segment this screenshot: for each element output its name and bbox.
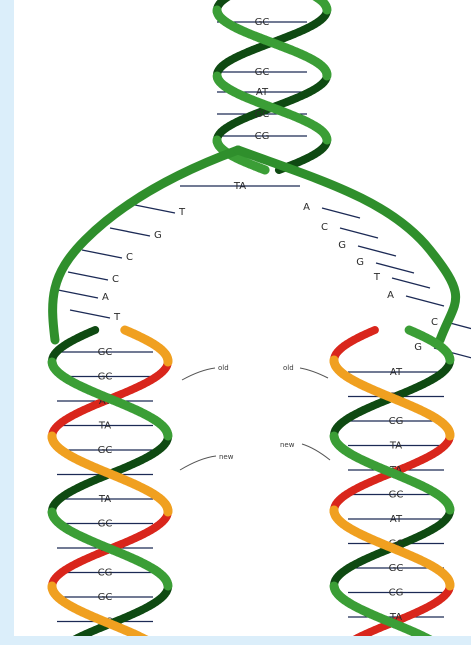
base-stub [376,263,414,273]
base-label: A [303,202,310,213]
base-pair-label: TA [233,181,246,192]
base-label: T [178,207,186,218]
right-daughter-pair-label: GC [389,563,404,574]
base-label: T [113,312,121,323]
old-right-label: old [283,364,294,372]
left-daughter-pair-label: GC [98,519,113,530]
base-stub [450,323,471,333]
base-label: A [102,292,109,303]
right-daughter-pair-label: AT [390,514,403,525]
old-left-label: old [218,364,229,372]
base-stub [392,278,430,288]
left-daughter-pair-label: GC [98,347,113,358]
dna-replication-diagram: GCGCATGCCGTATGCCATACGGTACGGCGCATTAGCTATA… [14,0,471,636]
base-stub [58,290,98,298]
base-label: G [154,230,162,241]
left-daughter-pair-label: TA [98,494,111,505]
base-pair-label: CG [255,131,270,142]
new-left-leader [180,456,216,470]
right-daughter-pair-label: TA [389,441,402,452]
base-pair-label: AT [256,87,269,98]
right-daughter-pair-label: GC [389,490,404,501]
left-daughter-pair-label: GC [98,372,113,383]
new-right-label: new [280,441,295,449]
base-pair-label: GC [255,67,270,78]
base-stub [82,250,122,258]
base-label: G [338,240,346,251]
base-label: C [321,222,328,233]
new-right-leader [302,444,330,460]
base-stub [70,310,110,318]
left-daughter-pair-label: TA [98,421,111,432]
left-daughter-pair-label: CG [98,568,113,579]
right-daughter-pair-label: AT [390,367,403,378]
left-daughter-pair-label: GC [98,445,113,456]
base-pair-label: GC [255,17,270,28]
fork-right-strand [238,150,456,340]
right-daughter-pair-label: CG [389,588,404,599]
new-left-label: new [219,453,234,461]
dna-diagram-canvas: GCGCATGCCGTATGCCATACGGTACGGCGCATTAGCTATA… [14,0,471,636]
base-pair-label: GC [255,109,270,120]
base-stub [68,272,108,280]
base-stub [135,205,175,213]
base-stub [406,296,444,306]
old-left-leader [182,368,215,380]
old-right-leader [300,368,328,378]
base-label: G [414,342,422,353]
base-label: C [126,252,133,263]
parent-helix-strand-b [260,168,265,170]
base-stub [340,228,378,238]
base-label: C [431,317,438,328]
base-stub [322,208,360,218]
base-stub [358,246,396,256]
base-label: G [356,257,364,268]
base-stub [110,228,150,236]
base-label: C [112,274,119,285]
base-label: T [373,272,381,283]
base-label: A [387,290,394,301]
left-daughter-pair-label: GC [98,592,113,603]
annotations: old old new new [180,364,330,470]
right-daughter-pair-label: CG [389,416,404,427]
